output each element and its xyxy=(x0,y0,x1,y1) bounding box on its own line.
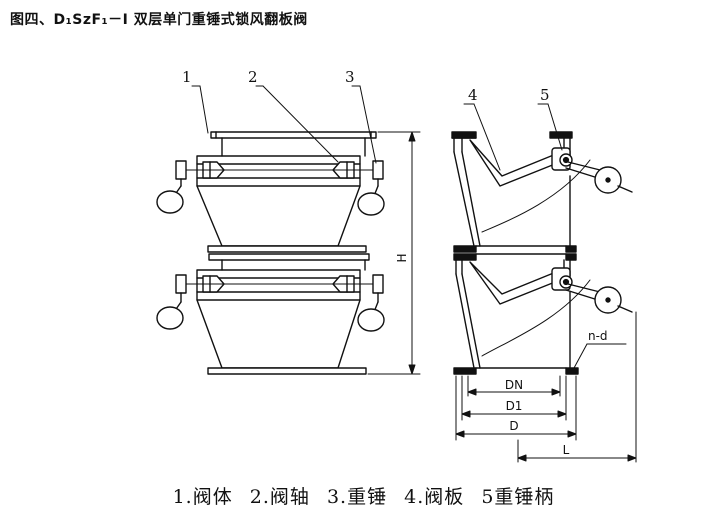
legend-item-weight-lever: 5重锤柄 xyxy=(481,486,555,508)
dimension-h-label: H xyxy=(395,253,409,262)
legend-item-valve-shaft: 2.阀轴 xyxy=(249,486,310,508)
dimension-d: D xyxy=(509,419,518,433)
front-upper-stage xyxy=(156,131,385,253)
callout-4: 4 xyxy=(468,86,478,104)
holes-leader xyxy=(573,343,627,369)
callout-5: 5 xyxy=(540,86,550,104)
legend-item-valve-body: 1.阀体 xyxy=(172,486,233,508)
dimension-d1: D1 xyxy=(506,399,523,413)
legend-item-counterweight: 3.重锤 xyxy=(326,486,388,508)
front-lower-stage xyxy=(156,253,385,375)
parts-legend: 1.阀体 2.阀轴 3.重锤 4.阀板 5重锤柄 xyxy=(0,482,727,509)
side-upper-stage xyxy=(451,131,633,253)
front-leaders xyxy=(191,85,377,164)
legend-item-valve-plate: 4.阀板 xyxy=(404,486,465,508)
dimension-l: L xyxy=(563,443,570,457)
callout-1: 1 xyxy=(182,68,192,86)
dimension-h xyxy=(367,131,421,375)
front-view: H 1 2 3 xyxy=(156,68,421,375)
holes-label: n-d xyxy=(588,329,608,343)
figure-title: 图四、D₁SzF₁－Ⅰ 双层单门重锤式锁风翻板阀 xyxy=(10,12,308,28)
side-section-view: 4 5 n-d xyxy=(451,86,637,463)
horizontal-dimensions xyxy=(455,311,637,463)
dimension-dn: DN xyxy=(505,378,523,392)
callout-2: 2 xyxy=(248,68,258,86)
callout-3: 3 xyxy=(345,68,355,86)
side-lower-stage xyxy=(453,253,633,375)
side-leaders xyxy=(463,103,563,171)
